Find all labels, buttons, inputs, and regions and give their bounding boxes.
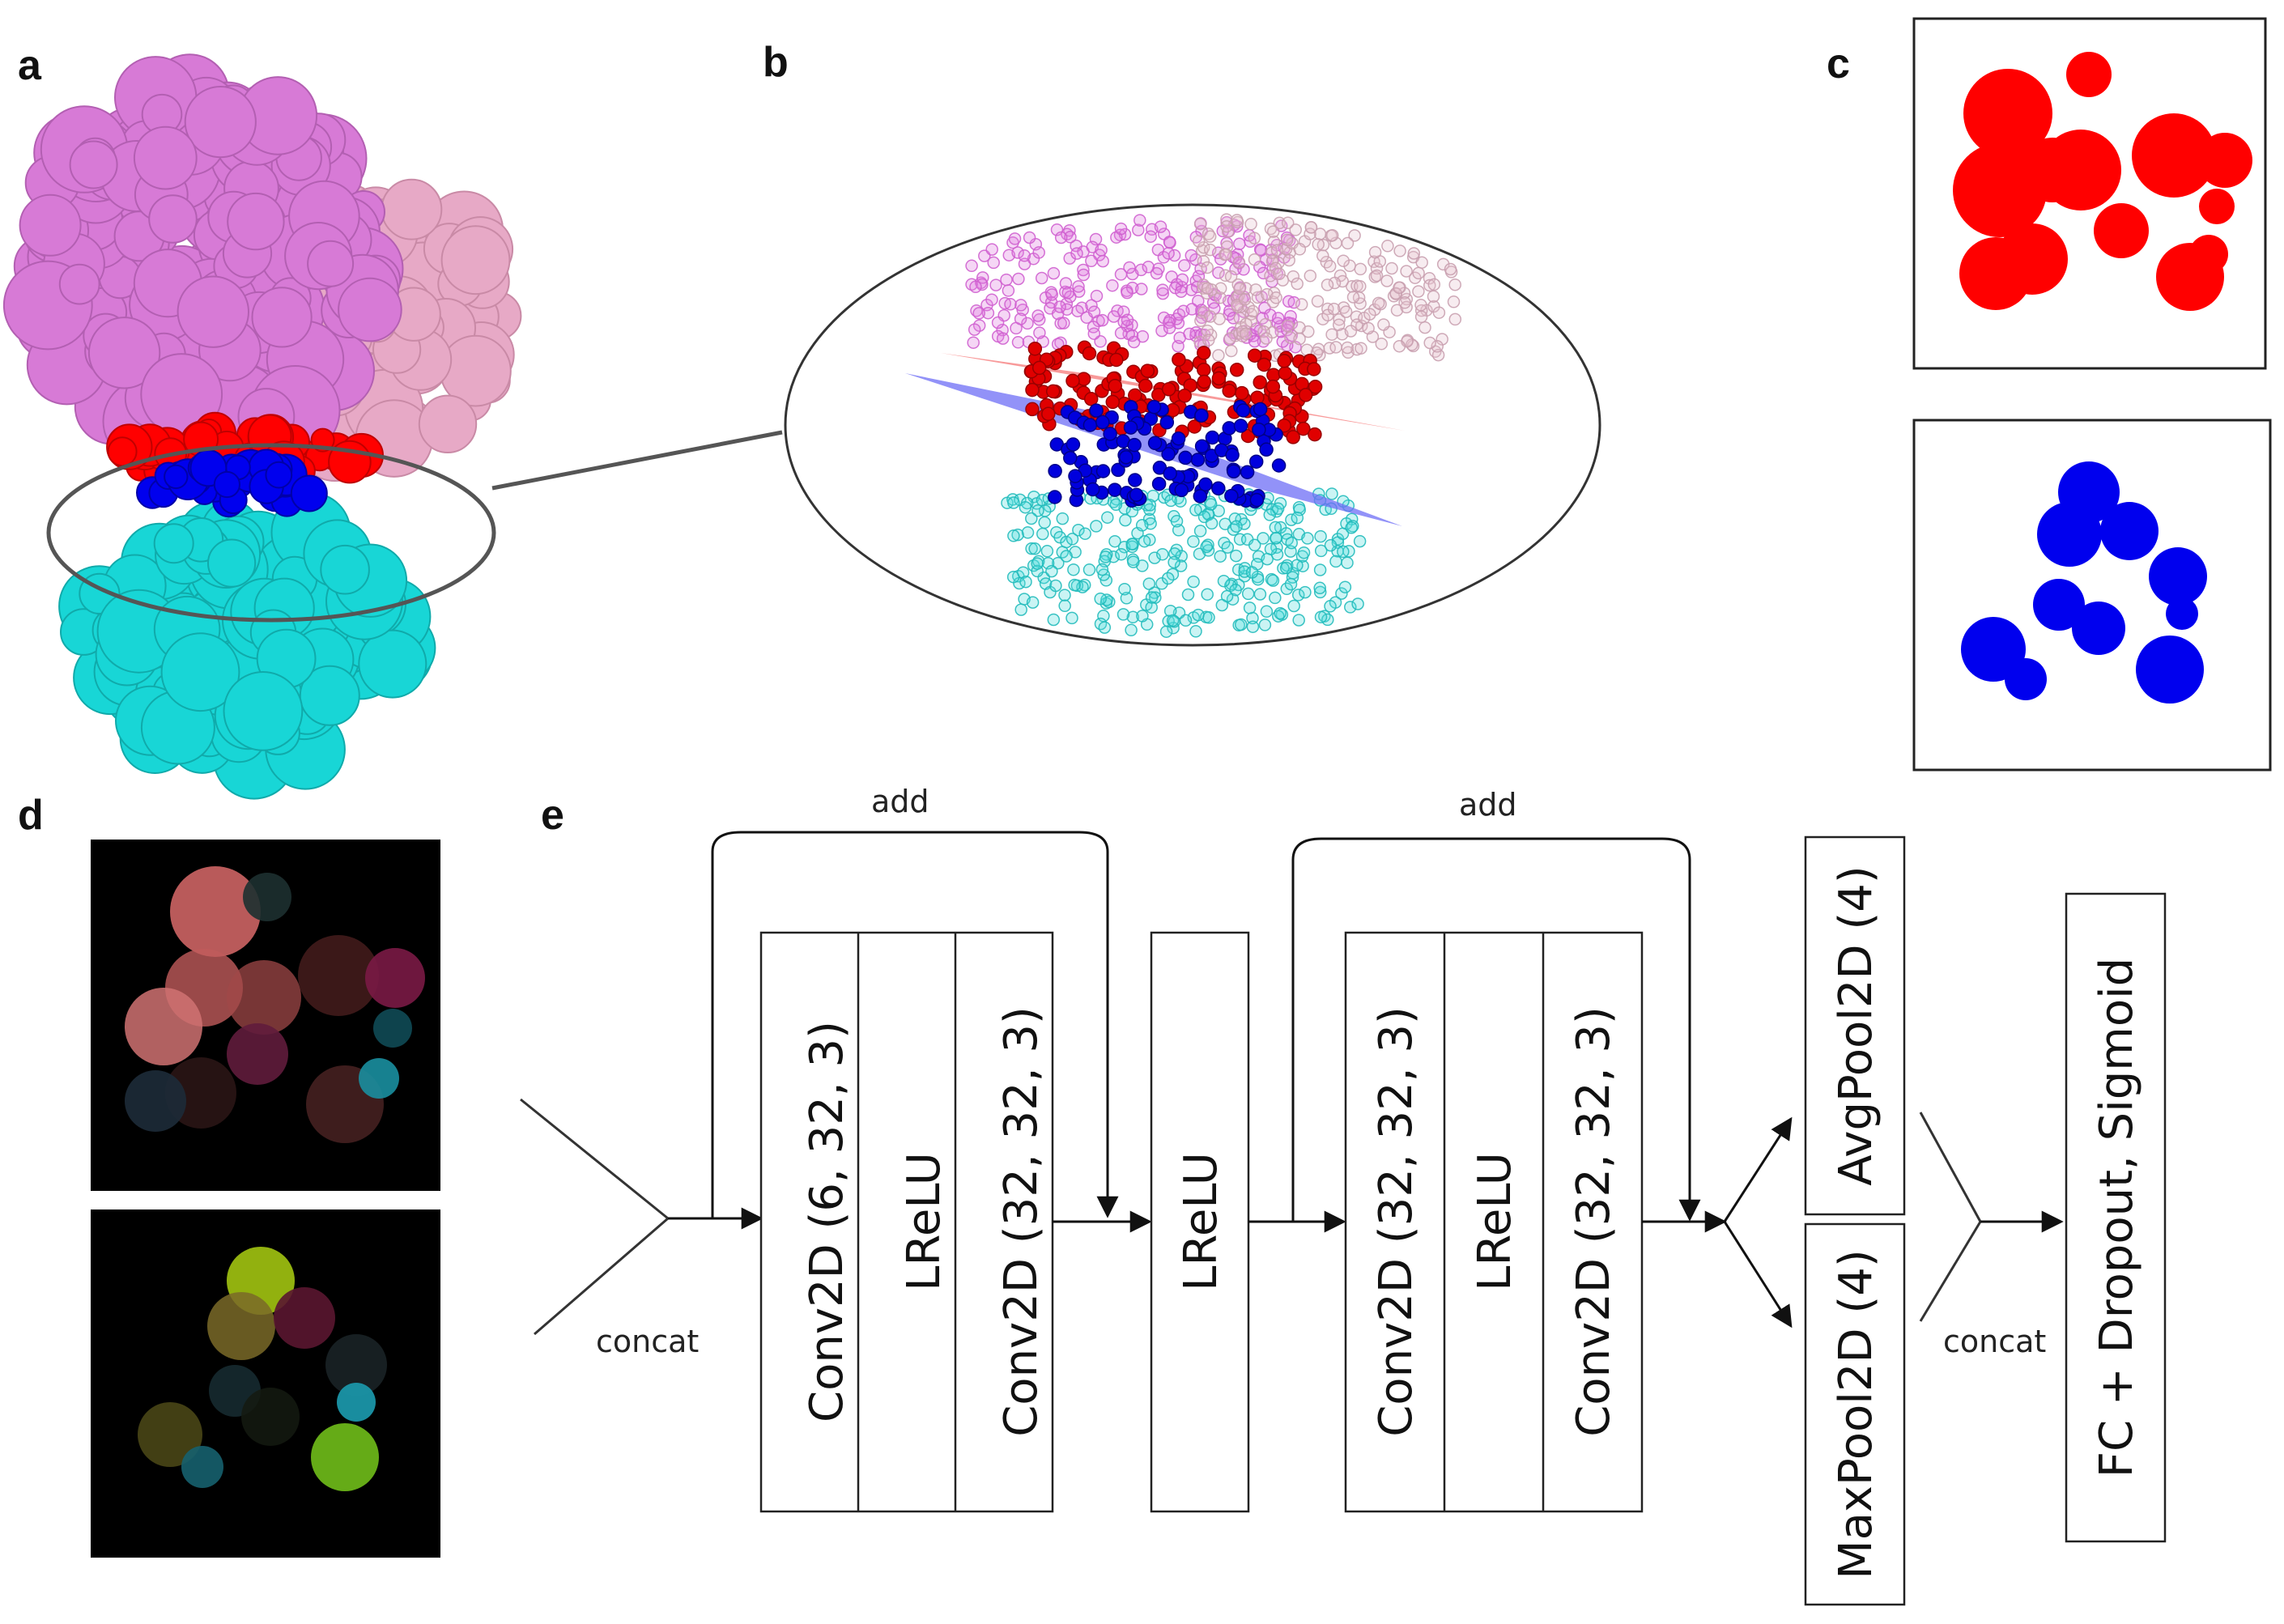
concat-input-bottom (534, 1217, 669, 1336)
cyan-chain-surface (58, 491, 436, 800)
background-atoms (965, 213, 1462, 638)
fc-frame (2065, 892, 2167, 1543)
lrelu-mid-frame (1150, 931, 1250, 1513)
skip-connection-1 (711, 831, 1119, 1218)
red-projection-blobs (1953, 52, 2252, 311)
arrow-to-avgpool (1723, 1116, 1793, 1222)
blue-projection-blobs (1961, 461, 2207, 704)
binary-projection-maps (1912, 17, 2272, 772)
block1-lrelu: LReLU (898, 1152, 951, 1290)
block2-conv-a: Conv2D (32, 32, 3) (1370, 1006, 1423, 1437)
panel-label-a: a (18, 42, 42, 89)
blue-interface-surface (136, 449, 328, 518)
concat-label-left: concat (596, 1324, 699, 1359)
panel-label-e: e (541, 792, 564, 839)
panel-label-d: d (18, 792, 44, 839)
concat-label-right: concat (1943, 1324, 2046, 1359)
concat-in-bottom (1919, 1221, 1982, 1322)
add-label-2: add (1459, 787, 1517, 823)
protein-surface-render (2, 53, 783, 800)
magenta-chain-surface (2, 53, 404, 477)
network-architecture: concat add Conv2D (6, 32, 3) LReLU Conv2… (520, 784, 2167, 1606)
concat-in-top (1919, 1112, 1982, 1222)
panel-label-c: c (1827, 40, 1850, 87)
fc-label: FC + Dropout, Sigmoid (2090, 958, 2143, 1477)
panel-label-b: b (763, 39, 789, 86)
feature-blobs-bottom (138, 1247, 387, 1491)
block2-frame (1344, 931, 1644, 1513)
lrelu-mid-label: LReLU (1175, 1152, 1227, 1290)
feature-channel-images (91, 840, 440, 1558)
skip-connection-2 (1291, 837, 1701, 1222)
block1-conv-b: Conv2D (32, 32, 3) (995, 1006, 1048, 1437)
add-label-1: add (871, 784, 929, 819)
block1-frame (759, 931, 1054, 1513)
concat-input-top (520, 1098, 669, 1220)
block2-conv-b: Conv2D (32, 32, 3) (1567, 1006, 1620, 1437)
avgpool-label: AvgPool2D (4) (1830, 865, 1882, 1185)
block1-conv-a: Conv2D (6, 32, 3) (801, 1021, 853, 1422)
block2-lrelu: LReLU (1469, 1152, 1521, 1290)
interface-highlight-ellipse (46, 443, 496, 623)
zoom-connector-line (491, 430, 783, 491)
feature-blobs-top (125, 866, 425, 1143)
arrow-to-maxpool (1723, 1221, 1793, 1329)
blue-interface-atoms (1048, 399, 1287, 509)
maxpool-frame (1804, 1222, 1906, 1606)
maxpool-label: MaxPool2D (4) (1830, 1249, 1882, 1579)
avgpool-frame (1804, 835, 1906, 1216)
interface-point-cloud (784, 203, 1601, 647)
